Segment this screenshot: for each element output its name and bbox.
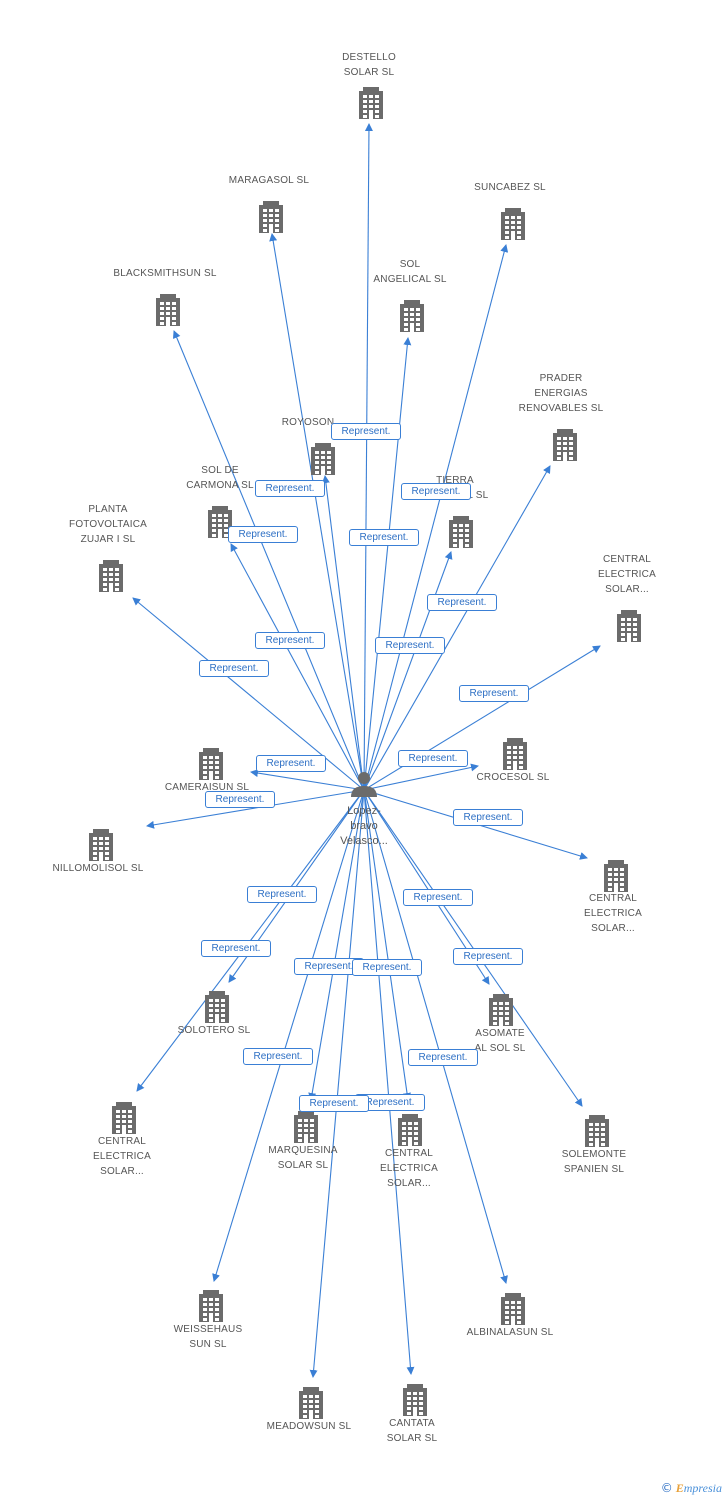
edge-label-albinalasun[interactable]: Represent. xyxy=(408,1049,478,1066)
building-icon[interactable] xyxy=(359,87,383,119)
company-label-solemonte[interactable]: SOLEMONTE SPANIEN SL xyxy=(561,1149,627,1175)
company-label-albinalasun[interactable]: ALBINALASUN SL xyxy=(466,1327,554,1338)
edge-crocesol xyxy=(363,763,479,791)
company-label-blacksmithsun[interactable]: BLACKSMITHSUN SL xyxy=(113,268,217,279)
building-icon[interactable] xyxy=(199,748,223,780)
company-label-maragasol[interactable]: MARAGASOL SL xyxy=(228,175,310,186)
edge-label-sol-carmona[interactable]: Represent. xyxy=(255,632,325,649)
edge-cameraisun xyxy=(250,769,365,791)
person-icon xyxy=(351,772,377,797)
building-icon[interactable] xyxy=(501,208,525,240)
edge-nillomolisol xyxy=(146,789,365,829)
building-icon[interactable] xyxy=(199,1290,223,1322)
building-icon[interactable] xyxy=(89,829,113,861)
company-label-nillomolisol[interactable]: NILLOMOLISOL SL xyxy=(52,863,144,874)
edge-central-4 xyxy=(363,789,411,1101)
edge-label-crocesol[interactable]: Represent. xyxy=(398,750,468,767)
building-icon[interactable] xyxy=(156,294,180,326)
edge-label-sol-angelical[interactable]: Represent. xyxy=(349,529,419,546)
edge-central-1 xyxy=(363,645,601,791)
edge-cantata xyxy=(363,789,415,1375)
edge-label-central-2[interactable]: Represent. xyxy=(453,809,523,826)
building-icon[interactable] xyxy=(501,1293,525,1325)
company-label-prader[interactable]: PRADER ENERGIAS RENOVABLES SL xyxy=(518,373,604,414)
edge-label-weissehaus[interactable]: Represent. xyxy=(243,1048,313,1065)
building-icon[interactable] xyxy=(259,201,283,233)
company-label-planta-zujar[interactable]: PLANTA FOTOVOLTAICA ZUJAR I SL xyxy=(69,504,147,545)
edge-weissehaus xyxy=(212,789,365,1282)
company-label-crocesol[interactable]: CROCESOL SL xyxy=(476,772,550,783)
edge-label-suncabez[interactable]: Represent. xyxy=(401,483,471,500)
edge-meadowsun xyxy=(309,789,365,1378)
edge-label-tierra-tropical[interactable]: Represent. xyxy=(375,637,445,654)
building-icon[interactable] xyxy=(205,991,229,1023)
edge-label-cameraisun[interactable]: Represent. xyxy=(256,755,326,772)
brand-footer: ©Empresia xyxy=(661,1481,722,1496)
person-label[interactable]: Lopez- bravo Velasco... xyxy=(340,805,388,847)
edge-label-royoson[interactable]: Represent. xyxy=(331,423,401,440)
company-label-sol-angelical[interactable]: SOL ANGELICAL SL xyxy=(373,259,447,285)
building-icon[interactable] xyxy=(489,994,513,1026)
edge-sol-carmona xyxy=(230,543,365,791)
company-label-marquesina[interactable]: MARQUESINA SOLAR SL xyxy=(268,1145,338,1171)
company-label-destello[interactable]: DESTELLO SOLAR SL xyxy=(342,52,396,78)
person-node[interactable] xyxy=(351,772,377,797)
edge-label-cantata[interactable]: Represent. xyxy=(352,959,422,976)
brand-initial: E xyxy=(675,1481,684,1495)
edge-tierra-tropical xyxy=(363,551,453,791)
edge-label-solemonte[interactable]: Represent. xyxy=(403,889,473,906)
edge-label-solotero[interactable]: Represent. xyxy=(201,940,271,957)
company-label-central-3[interactable]: CENTRAL ELECTRICA SOLAR... xyxy=(93,1136,151,1177)
edge-suncabez xyxy=(363,244,509,791)
edge-label-planta-zujar[interactable]: Represent. xyxy=(199,660,269,677)
building-icon[interactable] xyxy=(604,860,628,892)
edge-label-meadowsun[interactable]: Represent. xyxy=(299,1095,369,1112)
building-icon[interactable] xyxy=(398,1114,422,1146)
building-icon[interactable] xyxy=(311,443,335,475)
edge-royoson xyxy=(321,475,365,791)
building-icon[interactable] xyxy=(553,429,577,461)
building-icon[interactable] xyxy=(585,1115,609,1147)
copyright-icon: © xyxy=(660,1481,673,1495)
edge-prader xyxy=(363,465,551,791)
edge-label-blacksmithsun[interactable]: Represent. xyxy=(228,526,298,543)
company-label-central-4[interactable]: CENTRAL ELECTRICA SOLAR... xyxy=(380,1148,438,1189)
edge-label-asomate[interactable]: Represent. xyxy=(453,948,523,965)
building-icon[interactable] xyxy=(617,610,641,642)
building-icon[interactable] xyxy=(403,1384,427,1416)
building-icon[interactable] xyxy=(294,1111,318,1143)
edge-label-nillomolisol[interactable]: Represent. xyxy=(205,791,275,808)
edge-destello xyxy=(363,123,373,791)
building-icon[interactable] xyxy=(99,560,123,592)
company-label-central-1[interactable]: CENTRAL ELECTRICA SOLAR... xyxy=(598,554,656,595)
edge-marquesina xyxy=(308,789,365,1101)
building-icon[interactable] xyxy=(400,300,424,332)
edge-albinalasun xyxy=(363,789,508,1284)
company-label-cantata[interactable]: CANTATA SOLAR SL xyxy=(386,1418,438,1444)
company-label-meadowsun[interactable]: MEADOWSUN SL xyxy=(266,1421,352,1432)
edge-label-maragasol[interactable]: Represent. xyxy=(255,480,325,497)
company-label-cameraisun[interactable]: CAMERAISUN SL xyxy=(164,782,250,793)
company-label-sol-carmona[interactable]: SOL DE CARMONA SL xyxy=(186,465,254,491)
edge-label-prader[interactable]: Represent. xyxy=(427,594,497,611)
edge-blacksmithsun xyxy=(172,330,365,791)
company-label-solotero[interactable]: SOLOTERO SL xyxy=(177,1025,251,1036)
edge-maragasol xyxy=(269,233,365,791)
brand-name: mpresia xyxy=(683,1481,722,1495)
edge-label-central-3[interactable]: Represent. xyxy=(247,886,317,903)
building-icon[interactable] xyxy=(503,738,527,770)
company-label-royoson[interactable]: ROYOSON xyxy=(281,417,335,428)
company-icons xyxy=(89,87,641,1419)
company-label-asomate[interactable]: ASOMATE AL SOL SL xyxy=(474,1028,526,1054)
edge-sol-angelical xyxy=(363,337,412,791)
building-icon[interactable] xyxy=(112,1102,136,1134)
company-label-suncabez[interactable]: SUNCABEZ SL xyxy=(474,182,546,193)
edge-planta-zujar xyxy=(132,597,365,791)
edge-label-central-1[interactable]: Represent. xyxy=(459,685,529,702)
company-label-weissehaus[interactable]: WEISSEHAUS SUN SL xyxy=(173,1324,243,1350)
building-icon[interactable] xyxy=(299,1387,323,1419)
building-icon[interactable] xyxy=(449,516,473,548)
company-label-central-2[interactable]: CENTRAL ELECTRICA SOLAR... xyxy=(584,893,642,934)
